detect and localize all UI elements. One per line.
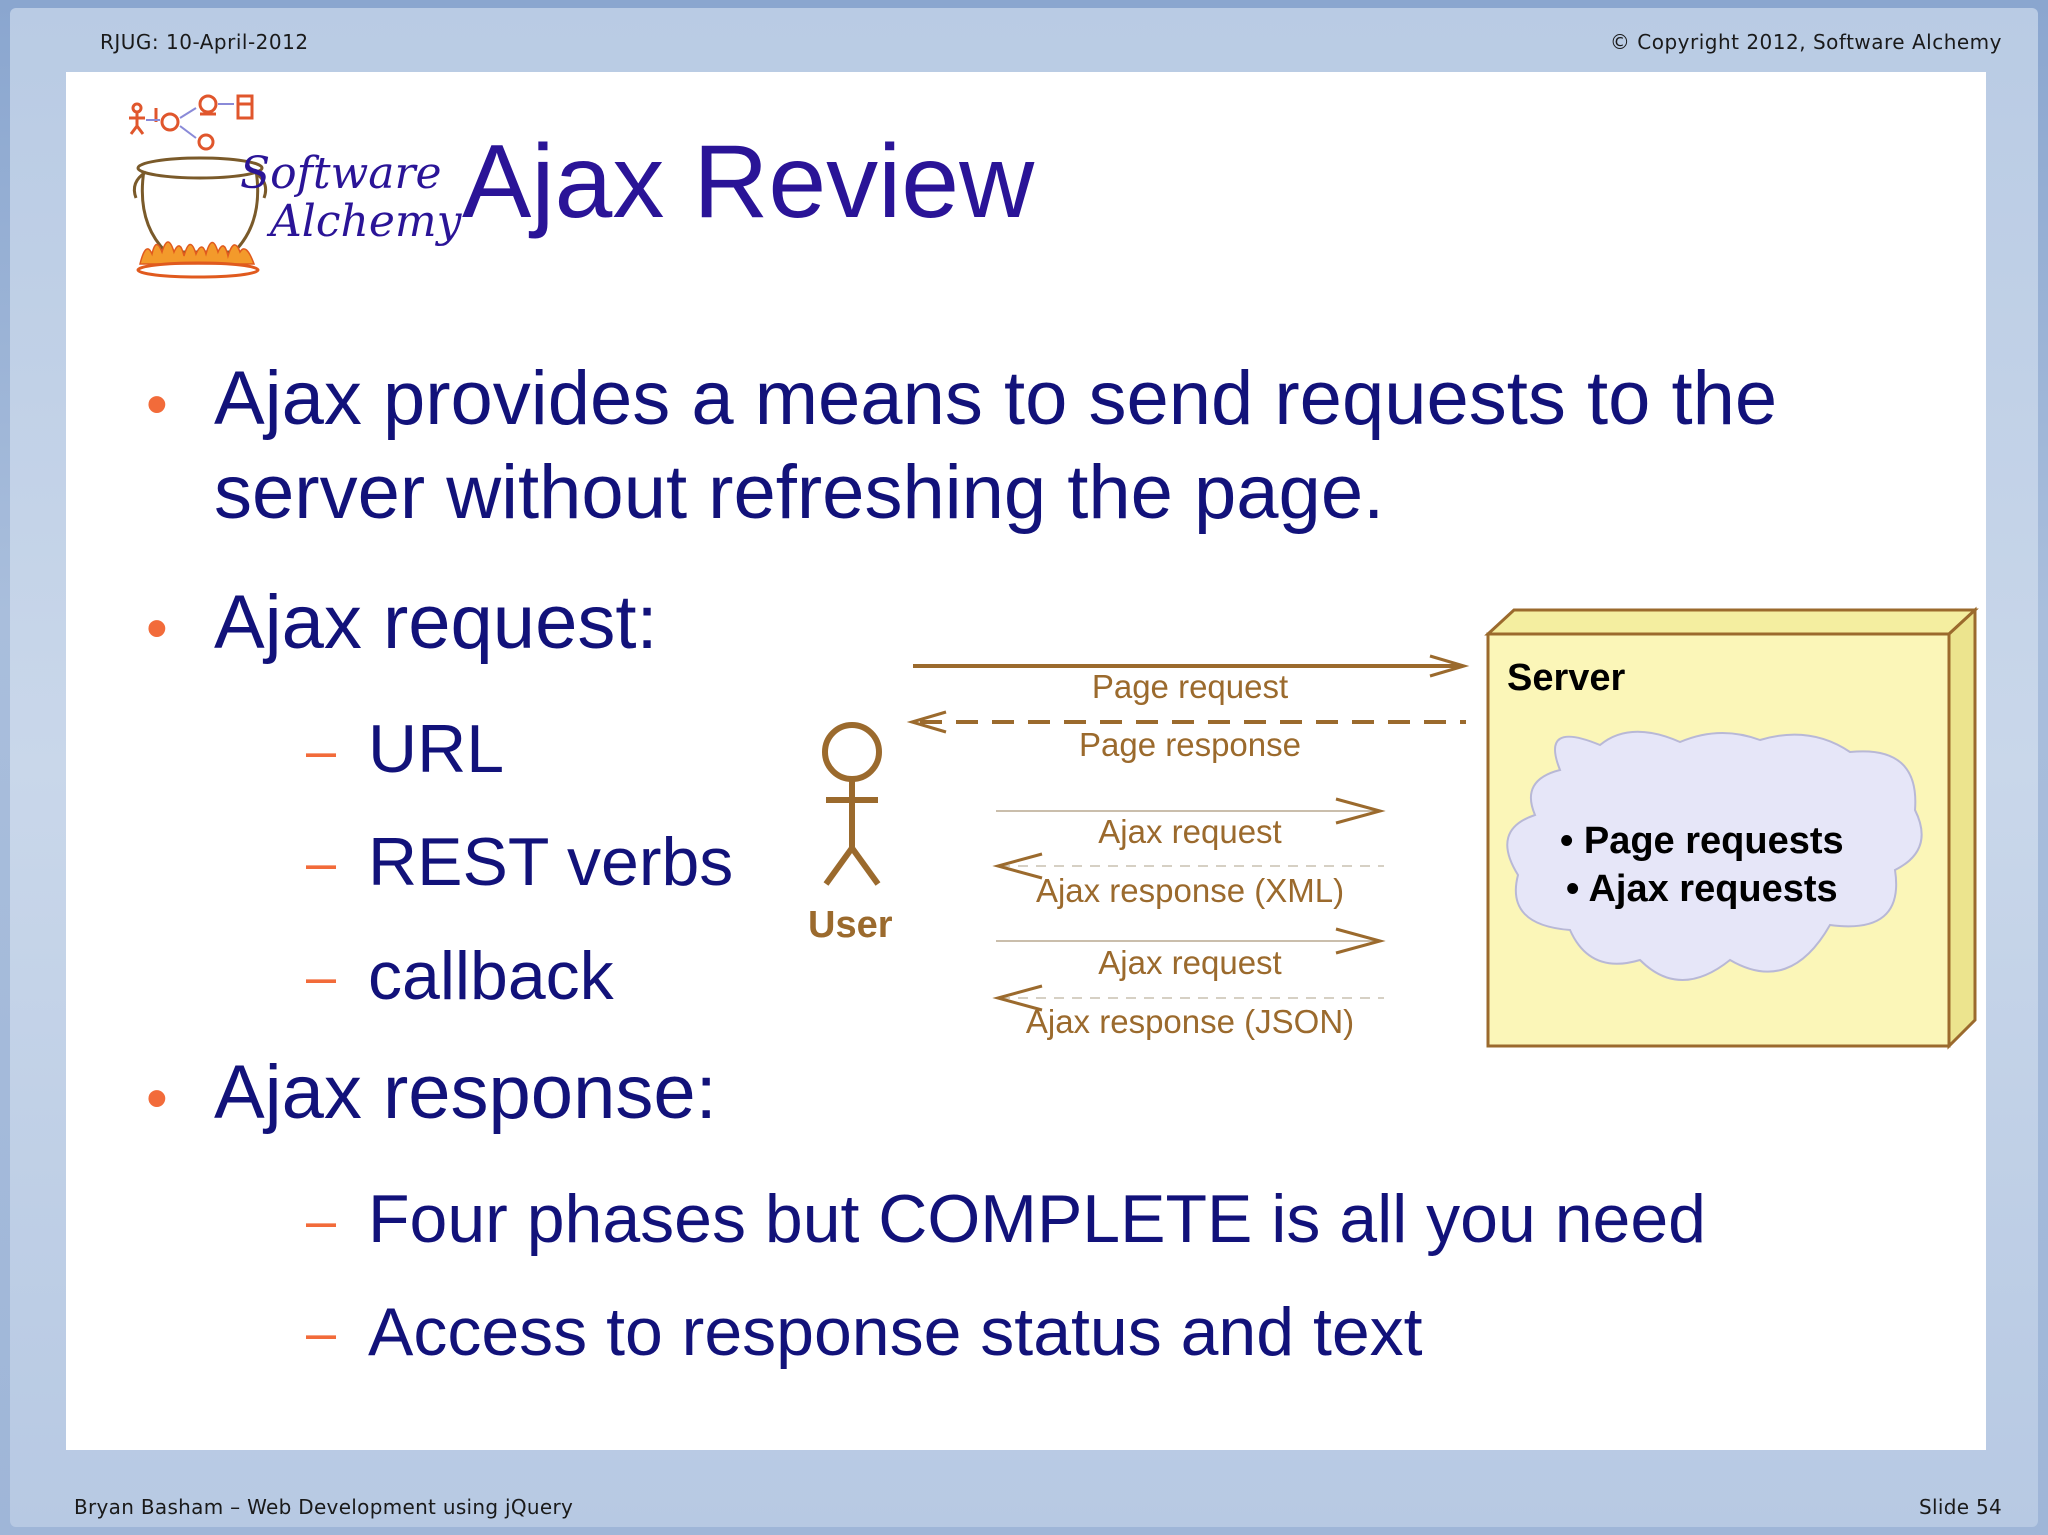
bullet-1-line-2: server without refreshing the page. [214,450,1385,535]
label-ajax-response-xml: Ajax response (XML) [1035,872,1345,909]
sub-bullet-dash: – [306,947,337,1007]
sub-bullet-dash: – [306,1303,337,1363]
label-page-response: Page response [1079,726,1301,763]
footer-author: Bryan Basham – Web Development using jQu… [74,1495,574,1519]
bullet-1-line-1: Ajax provides a means to send requests t… [214,356,1778,441]
label-page-request: Page request [1091,668,1289,705]
cloud-item-page-requests: • Page requests [1560,820,1844,862]
label-server: Server [1507,657,1626,699]
sub-bullet-dash: – [306,1191,337,1251]
bullet-marker: • [146,370,168,439]
label-ajax-request-2: Ajax request [1098,944,1282,981]
alchemy-cauldron-logo-icon [129,94,268,279]
bullet-3-text: Ajax response: [214,1050,717,1135]
label-ajax-response-json: Ajax response (JSON) [1025,1003,1355,1040]
label-ajax-request-1: Ajax request [1098,813,1282,850]
logo-text-software: Software [240,148,442,199]
logo-text-alchemy: Alchemy [270,196,462,247]
footer-slide-number: Slide 54 [1918,1495,2002,1519]
label-user: User [808,904,893,946]
bullet-marker: • [146,1064,168,1133]
sub-bullet-dash: – [306,833,337,893]
sub-item-access-status: Access to response status and text [368,1294,1423,1370]
user-stick-figure-icon [822,722,882,886]
sub-item-callback: callback [368,938,614,1014]
slide-title: Ajax Review [462,124,1035,240]
header-copyright: © Copyright 2012, Software Alchemy [1609,30,2002,54]
cloud-shape [1506,730,1923,981]
cloud-item-ajax-requests: • Ajax requests [1566,868,1838,910]
header-date: RJUG: 10-April-2012 [100,30,309,54]
sub-bullet-dash: – [306,721,337,781]
sub-item-url: URL [368,711,505,787]
sub-item-rest-verbs: REST verbs [368,824,734,900]
sub-item-four-phases: Four phases but COMPLETE is all you need [368,1181,1706,1257]
bullet-2-text: Ajax request: [214,580,658,665]
bullet-marker: • [146,594,168,663]
